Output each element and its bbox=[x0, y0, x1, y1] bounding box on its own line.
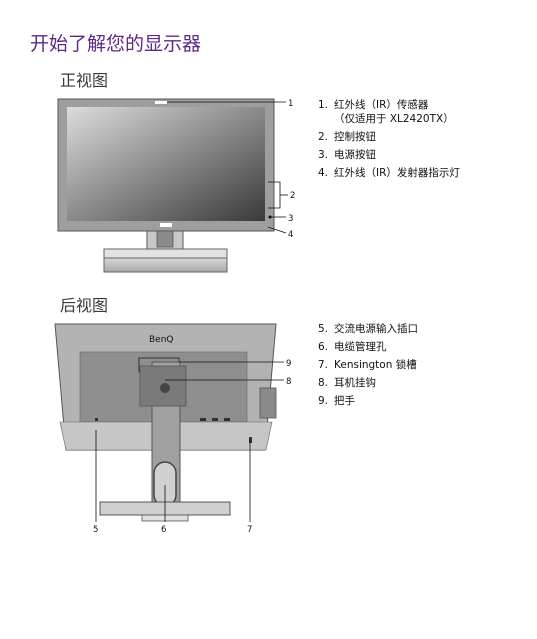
brand-logo: BenQ bbox=[149, 335, 174, 345]
list-item: 6.电缆管理孔 bbox=[318, 341, 387, 353]
list-item: 1.红外线（IR）传感器 （仅适用于 XL2420TX） bbox=[318, 99, 454, 125]
list-item: 9.把手 bbox=[318, 395, 355, 407]
list-item: 3.电源按钮 bbox=[318, 149, 376, 161]
callout-4: 4 bbox=[288, 230, 293, 240]
callout-5: 5 bbox=[93, 525, 98, 535]
callout-2: 2 bbox=[290, 191, 295, 201]
callout-9: 9 bbox=[286, 359, 291, 369]
callout-3: 3 bbox=[288, 214, 293, 224]
monitor-screen bbox=[67, 107, 265, 221]
side-bump bbox=[259, 387, 277, 419]
callout-1: 1 bbox=[288, 99, 293, 109]
kensington-slot bbox=[249, 437, 252, 443]
rear-view-title: 后视图 bbox=[60, 296, 109, 315]
page-title: 开始了解您的显示器 bbox=[30, 33, 202, 55]
front-view-title: 正视图 bbox=[60, 71, 109, 90]
callout-6: 6 bbox=[161, 525, 166, 535]
front-logo bbox=[160, 223, 172, 227]
stand-base-front bbox=[103, 257, 228, 273]
list-item: 8.耳机挂钩 bbox=[318, 377, 376, 389]
headphone-hook bbox=[160, 383, 170, 393]
list-item: 2.控制按钮 bbox=[318, 131, 376, 143]
callout-8: 8 bbox=[286, 377, 291, 387]
stand-joint bbox=[156, 230, 174, 248]
rear-parts-list: 5.交流电源输入插口 6.电缆管理孔 7.Kensington 锁槽 8.耳机挂… bbox=[318, 322, 418, 412]
list-item: 4.红外线（IR）发射器指示灯 bbox=[318, 167, 460, 179]
front-parts-list: 1.红外线（IR）传感器 （仅适用于 XL2420TX） 2.控制按钮 3.电源… bbox=[318, 98, 460, 184]
callout-7: 7 bbox=[247, 525, 252, 535]
list-item: 5.交流电源输入插口 bbox=[318, 323, 418, 335]
ir-sensor bbox=[155, 101, 167, 104]
list-item: 7.Kensington 锁槽 bbox=[318, 359, 417, 371]
